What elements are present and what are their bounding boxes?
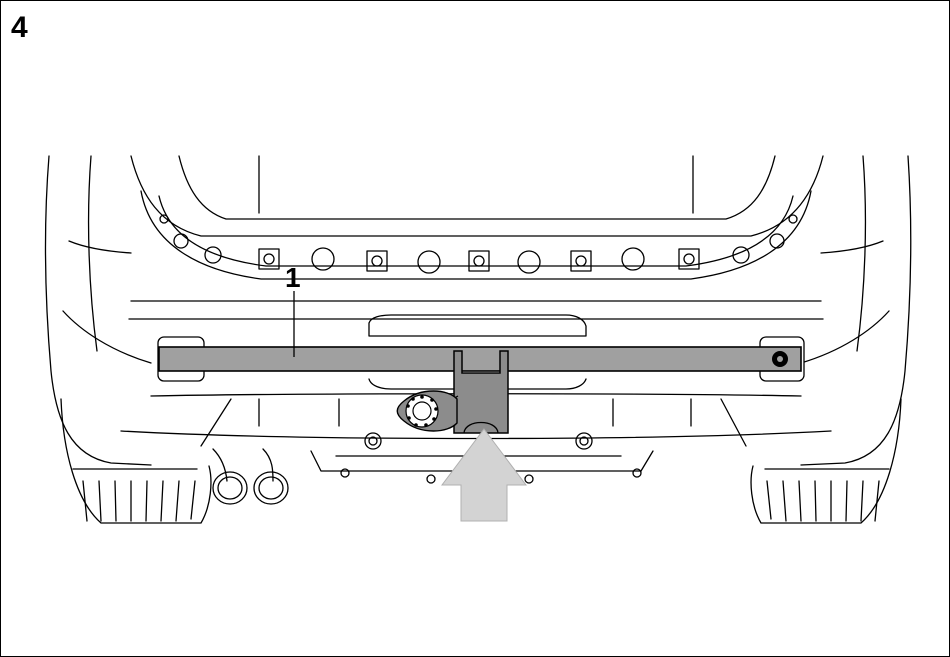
step-number: 4 (11, 11, 28, 44)
exhaust-pipes (212, 448, 289, 505)
receiver-plate (396, 390, 458, 432)
up-arrow-icon (441, 428, 527, 522)
callout-1-label: 1 (285, 262, 301, 293)
left-wheel (60, 398, 212, 524)
car-body-outline (44, 155, 912, 466)
trunk-opening (130, 155, 824, 237)
tow-bar-crossmember (157, 336, 805, 382)
bumper-beam (140, 190, 812, 280)
right-wheel (750, 398, 902, 524)
callout-1: 1 (285, 262, 301, 357)
